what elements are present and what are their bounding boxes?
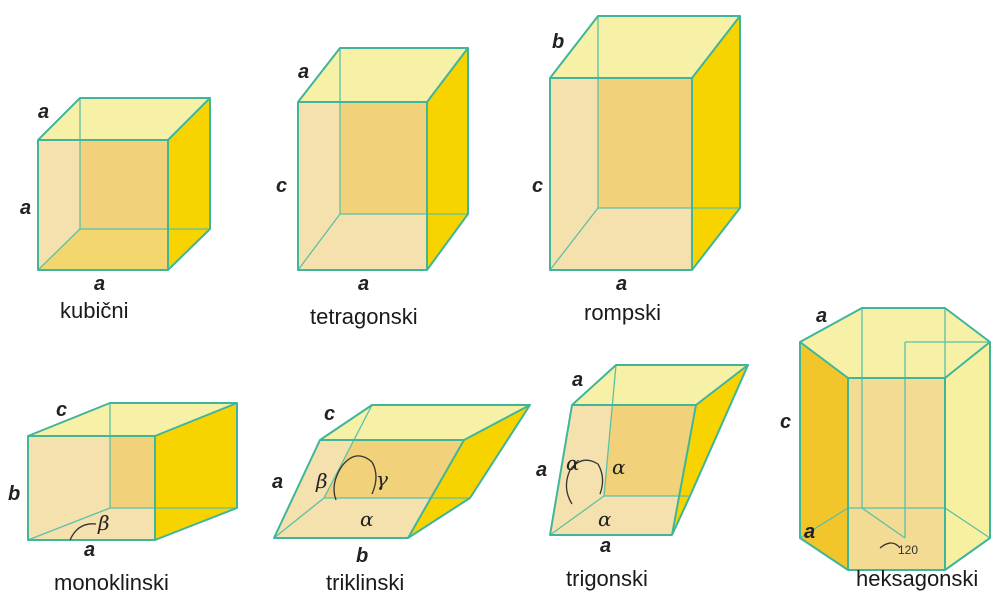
hexagonal-edge-top-label: a bbox=[816, 305, 827, 327]
trigonal-edge-bottom-label: a bbox=[600, 535, 611, 557]
hexagonal-cell: 120 a c a heksagonski bbox=[780, 305, 991, 591]
cubic-top-face bbox=[38, 98, 210, 140]
cubic-edge-left-label: a bbox=[20, 197, 31, 219]
cubic-cell: a a a kubični bbox=[20, 97, 211, 323]
trigonal-alpha-1-label: α bbox=[566, 451, 580, 475]
triclinic-top-face bbox=[320, 405, 530, 440]
cubic-name: kubični bbox=[60, 298, 128, 323]
monoclinic-edge-bottom-label: a bbox=[84, 539, 95, 561]
triclinic-name: triklinski bbox=[326, 570, 404, 595]
orthorhombic-right-face bbox=[692, 16, 740, 270]
trigonal-top-face bbox=[572, 365, 748, 405]
hexagonal-top-face bbox=[800, 308, 990, 378]
trigonal-alpha-3-label: α bbox=[598, 507, 612, 531]
monoclinic-right-face bbox=[155, 403, 237, 540]
hexagonal-edge-bottom-label: a bbox=[804, 521, 815, 543]
triclinic-alpha-label: α bbox=[360, 507, 374, 531]
monoclinic-top-face bbox=[28, 403, 237, 436]
trigonal-edge-left-label: a bbox=[536, 459, 547, 481]
triclinic-edge-top-label: c bbox=[324, 403, 335, 425]
orthorhombic-edge-bottom-label: a bbox=[616, 273, 627, 295]
tetragonal-edge-top-label: a bbox=[298, 61, 309, 83]
monoclinic-edge-top-label: c bbox=[56, 399, 67, 421]
triclinic-right-face bbox=[408, 405, 530, 538]
trigonal-cell: α α α a a a trigonski bbox=[536, 364, 749, 591]
hexagonal-edge-left-label: c bbox=[780, 411, 791, 433]
cubic-edge-top-label: a bbox=[38, 101, 49, 123]
tetragonal-edge-bottom-label: a bbox=[358, 273, 369, 295]
monoclinic-name: monoklinski bbox=[54, 570, 169, 595]
orthorhombic-name: rompski bbox=[584, 300, 661, 325]
tetragonal-edge-left-label: c bbox=[276, 175, 287, 197]
triclinic-edge-left-label: a bbox=[272, 471, 283, 493]
trigonal-edge-top-label: a bbox=[572, 369, 583, 391]
tetragonal-cell: a c a tetragonski bbox=[276, 47, 469, 329]
monoclinic-front-face bbox=[28, 436, 155, 540]
hexagonal-name: heksagonski bbox=[856, 566, 978, 591]
orthorhombic-front-face bbox=[550, 78, 692, 270]
triclinic-beta-label: β bbox=[315, 469, 328, 493]
monoclinic-edge-left-label: b bbox=[8, 483, 20, 505]
tetragonal-name: tetragonski bbox=[310, 304, 418, 329]
trigonal-alpha-2-label: α bbox=[612, 455, 626, 479]
hexagonal-angle-label: 120 bbox=[898, 543, 918, 557]
cubic-edge-bottom-label: a bbox=[94, 273, 105, 295]
trigonal-front-face bbox=[550, 405, 696, 535]
triclinic-front-face bbox=[274, 440, 464, 538]
orthorhombic-edge-top-label: b bbox=[552, 31, 564, 53]
trigonal-name: trigonski bbox=[566, 566, 648, 591]
orthorhombic-cell: b c a rompski bbox=[532, 15, 741, 325]
monoclinic-cell: β c b a monoklinski bbox=[8, 399, 238, 595]
triclinic-cell: β γ α c a b triklinski bbox=[272, 403, 531, 595]
orthorhombic-edge-left-label: c bbox=[532, 175, 543, 197]
triclinic-gamma-label: γ bbox=[376, 467, 388, 491]
hexagonal-front-face bbox=[848, 378, 945, 570]
monoclinic-beta-label: β bbox=[97, 511, 110, 535]
triclinic-edge-bottom-label: b bbox=[356, 545, 368, 567]
cubic-right-face bbox=[168, 98, 210, 270]
hexagonal-left-face bbox=[800, 342, 848, 570]
